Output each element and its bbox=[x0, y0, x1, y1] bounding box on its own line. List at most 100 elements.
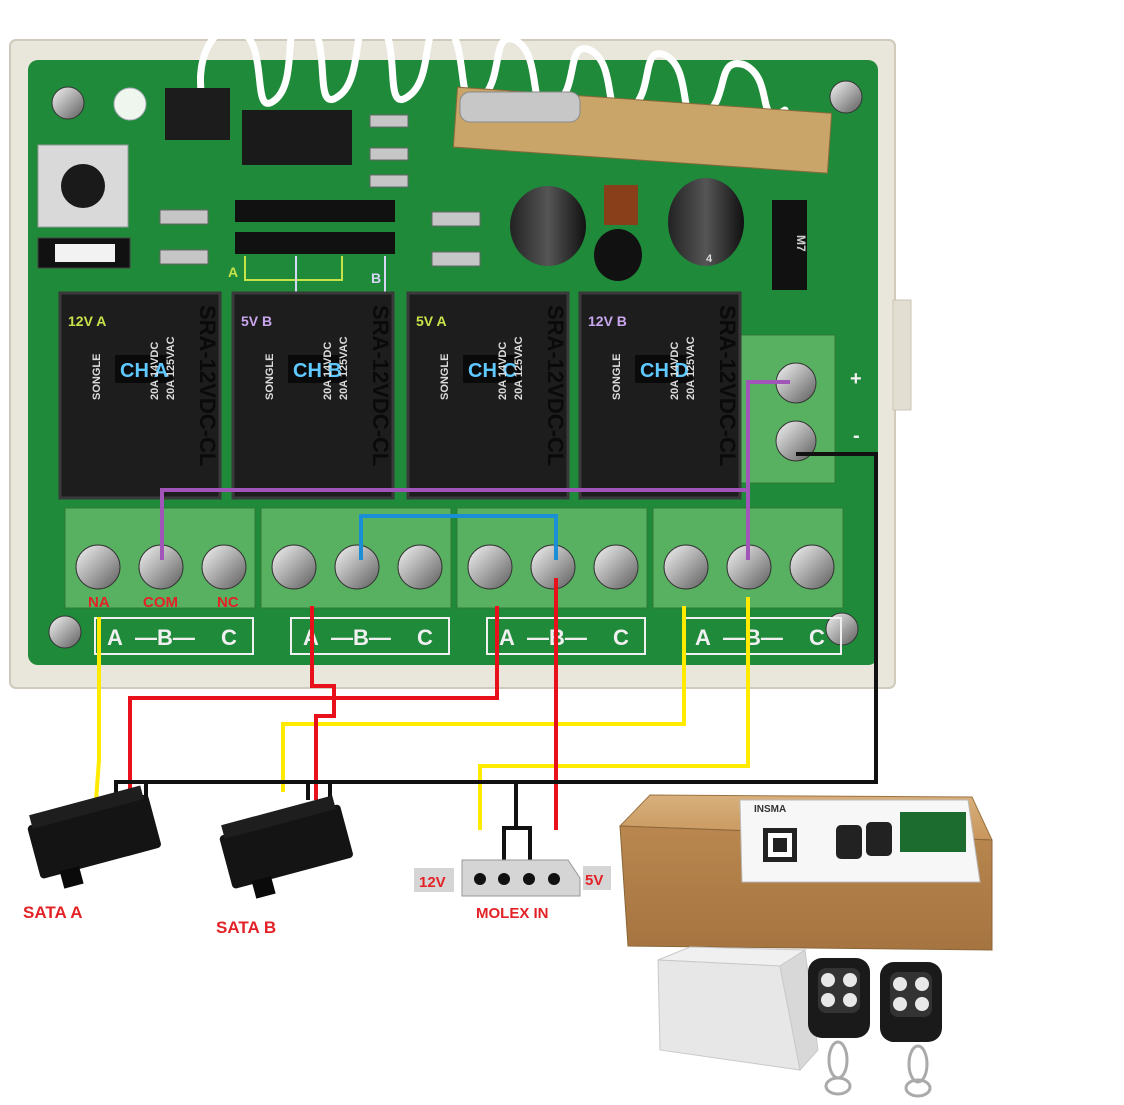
terminal-mark-c: C bbox=[417, 625, 433, 650]
relay-group: 12V A CH A SRA-12VDC-CL 20A 14VDC 20A 125VAC… bbox=[58, 291, 742, 500]
relay-rating-label: 20A 125VAC bbox=[513, 336, 525, 400]
molex-12v-label: 12V bbox=[419, 874, 446, 891]
relay-brand-label: SONGLE bbox=[439, 354, 451, 400]
pin-label-na: NA bbox=[88, 594, 110, 611]
terminal-screw-icon bbox=[334, 544, 380, 590]
relay-model-label: SRA-12VDC-CL bbox=[368, 305, 393, 466]
jumper-b-label: B bbox=[371, 270, 381, 286]
yellow-wires bbox=[94, 597, 750, 830]
led-icon bbox=[113, 87, 147, 121]
pin-label-com: COM bbox=[143, 594, 178, 611]
relay-voltage-label: 12V A bbox=[68, 313, 106, 329]
pushbutton-icon bbox=[37, 144, 129, 228]
sata-a-connector-icon bbox=[27, 785, 161, 889]
diode-row bbox=[159, 114, 481, 267]
terminal-mark-c: C bbox=[809, 625, 825, 650]
terminal-screw-icon bbox=[271, 544, 317, 590]
terminal-screw-icon bbox=[593, 544, 639, 590]
relay-model-label: SRA-12VDC-CL bbox=[195, 305, 220, 466]
blue-com-bus bbox=[359, 514, 558, 560]
terminal-mark-a: A bbox=[695, 625, 711, 650]
relay-rating-label: 20A 125VAC bbox=[685, 336, 697, 400]
eeprom-chip bbox=[165, 88, 230, 140]
jumper-header bbox=[235, 200, 395, 254]
terminal-mark-a: A bbox=[499, 625, 515, 650]
terminal-screw-icon bbox=[201, 544, 247, 590]
relay-c: 5V A CH C SRA-12VDC-CL 20A 14VDC 20A 125VAC S… bbox=[406, 291, 570, 500]
molex-connector-icon bbox=[461, 859, 581, 897]
abc-marking-frame bbox=[486, 617, 646, 655]
power-plus-label: + bbox=[850, 368, 862, 390]
molex-5v-label: 5V bbox=[585, 872, 603, 889]
sata-a-label: SATA A bbox=[23, 903, 83, 922]
terminal-block-c: A—B—C bbox=[456, 507, 648, 655]
relay-brand-label: SONGLE bbox=[611, 354, 623, 400]
regulator-mark: M7 bbox=[794, 235, 808, 252]
red-wires bbox=[128, 578, 558, 830]
molex-12v-box bbox=[414, 868, 454, 892]
molex-5v-box bbox=[583, 866, 611, 890]
relay-rating-label: 20A 125VAC bbox=[338, 336, 350, 400]
channel-tag-bg bbox=[635, 355, 693, 383]
jumper-a-bracket bbox=[244, 256, 343, 281]
relay-a: 12V A CH A SRA-12VDC-CL 20A 14VDC 20A 125VAC… bbox=[58, 291, 222, 500]
terminal-mark-b: —B— bbox=[135, 625, 195, 650]
terminal-mark-b: —B— bbox=[331, 625, 391, 650]
relay-d: 12V B CH D SRA-12VDC-CL 20A 14VDC 20A 125VAC… bbox=[578, 291, 742, 500]
power-terminal-block bbox=[739, 334, 836, 484]
capacitor-icon bbox=[510, 178, 744, 281]
channel-tag-bg bbox=[288, 355, 346, 383]
molex-in-label: MOLEX IN bbox=[476, 905, 549, 922]
terminal-mark-c: C bbox=[221, 625, 237, 650]
relay-body bbox=[231, 291, 395, 500]
terminal-mark-c: C bbox=[613, 625, 629, 650]
cap-mark: 4 bbox=[706, 253, 713, 265]
terminal-block-b: A—B—C bbox=[260, 507, 452, 655]
terminal-screw-icon bbox=[789, 544, 835, 590]
terminal-screw-icon bbox=[663, 544, 709, 590]
channel-tag-bg bbox=[463, 355, 521, 383]
purple-com-bus bbox=[160, 380, 790, 560]
relay-brand-label: SONGLE bbox=[91, 354, 103, 400]
relay-body bbox=[58, 291, 222, 500]
jumper-a-label: A bbox=[228, 264, 238, 280]
power-minus-label: - bbox=[853, 425, 860, 447]
channel-tag-label: CH A bbox=[120, 360, 168, 382]
channel-tag-label: CH C bbox=[468, 360, 517, 382]
regulator-icon bbox=[772, 200, 807, 290]
relay-rating-label: 20A 125VAC bbox=[165, 336, 177, 400]
relay-brand-label: SONGLE bbox=[264, 354, 276, 400]
remote-keyfob-icon bbox=[880, 962, 942, 1098]
relay-rating-label: 20A 14VDC bbox=[669, 342, 681, 400]
terminal-screw-icon bbox=[530, 544, 576, 590]
relay-voltage-label: 12V B bbox=[588, 313, 627, 329]
box-board-photo bbox=[900, 812, 966, 852]
relay-rating-label: 20A 14VDC bbox=[497, 342, 509, 400]
channel-tag-label: CH D bbox=[640, 360, 689, 382]
relay-model-label: SRA-12VDC-CL bbox=[543, 305, 568, 466]
terminal-mark-a: A bbox=[107, 625, 123, 650]
relay-rating-label: 20A 14VDC bbox=[149, 342, 161, 400]
mcu-chip bbox=[242, 110, 352, 165]
relay-voltage-label: 5V B bbox=[241, 313, 272, 329]
relay-model-label: SRA-12VDC-CL bbox=[715, 305, 740, 466]
terminal-screw-icon bbox=[75, 544, 121, 590]
sata-b-label: SATA B bbox=[216, 918, 276, 937]
enclosure-side-tab bbox=[892, 299, 912, 411]
plastic-enclosure-icon bbox=[657, 946, 819, 1072]
relay-voltage-label: 5V A bbox=[416, 313, 447, 329]
relay-b: 5V B CH B SRA-12VDC-CL 20A 14VDC 20A 125VAC S… bbox=[231, 291, 395, 500]
rf-receiver-module bbox=[452, 86, 833, 174]
channel-tag-label: CH B bbox=[293, 360, 342, 382]
channel-tag-bg bbox=[115, 355, 173, 383]
sata-b-connector-icon bbox=[219, 795, 353, 899]
relay-body bbox=[406, 291, 570, 500]
abc-marking-frame bbox=[94, 617, 254, 655]
box-brand-label: INSMA bbox=[754, 804, 786, 815]
relay-body bbox=[578, 291, 742, 500]
pin-label-nc: NC bbox=[217, 594, 239, 611]
relay-rating-label: 20A 14VDC bbox=[322, 342, 334, 400]
terminal-mark-b: —B— bbox=[723, 625, 783, 650]
